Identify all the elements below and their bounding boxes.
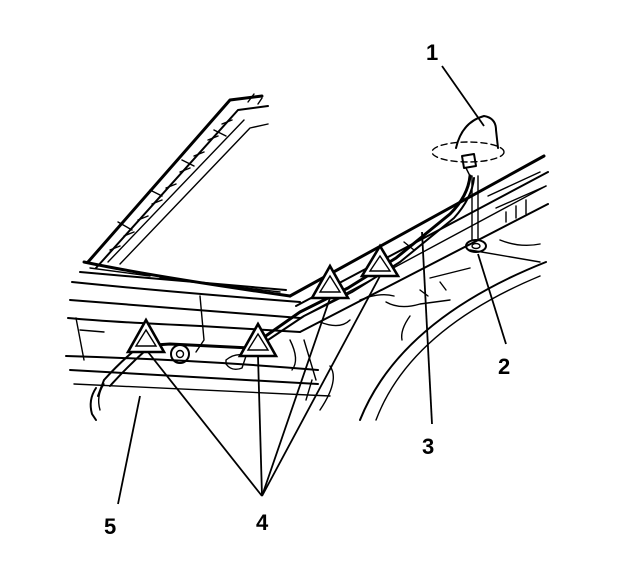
cable-routing-end <box>89 383 105 421</box>
leader-4c <box>261 297 331 497</box>
leader-4a <box>147 351 263 497</box>
callout-4: 4 <box>256 510 269 535</box>
callout-2: 2 <box>498 354 510 379</box>
leader-4b <box>257 355 263 497</box>
antenna-base <box>431 115 505 177</box>
cable-retainer-clips <box>125 243 401 358</box>
leader-4d <box>261 275 381 497</box>
leader-lines <box>117 65 507 505</box>
windshield-frame <box>86 93 269 269</box>
leader-2 <box>477 253 507 345</box>
callout-1: 1 <box>426 40 438 65</box>
cable-grommet <box>170 344 247 371</box>
leader-1 <box>441 65 485 127</box>
callout-labels: 1 2 3 4 5 <box>104 40 510 539</box>
retainer-clip-1 <box>125 317 167 354</box>
antenna-cable <box>97 174 475 397</box>
leader-5 <box>117 395 141 505</box>
roof-panel-front-edge <box>65 260 331 397</box>
callout-3: 3 <box>422 434 434 459</box>
leader-3 <box>421 231 433 425</box>
callout-5: 5 <box>104 514 116 539</box>
